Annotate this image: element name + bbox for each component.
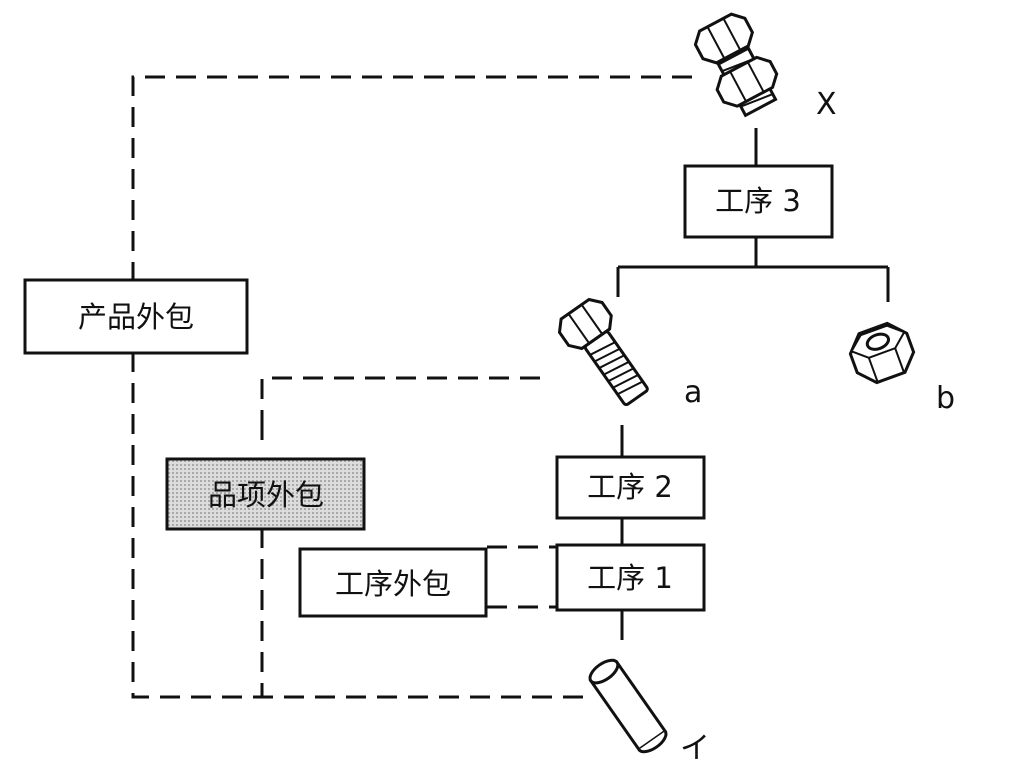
part-a-label: a (684, 375, 702, 410)
outsourcing-dashed-lines (131, 75, 692, 699)
item-outsourcing-box: 品项外包 (165, 457, 366, 531)
process-2-box: 工序 2 (555, 455, 706, 520)
product-outsourcing-label: 产品外包 (78, 300, 194, 334)
part-x-label: X (816, 87, 837, 122)
process-2-label: 工序 2 (587, 470, 673, 504)
process-3-box: 工序 3 (683, 164, 834, 239)
process-tree-lines (616, 128, 890, 640)
part-i-label: イ (680, 731, 710, 766)
process-1-label: 工序 1 (587, 561, 673, 595)
product-outsourcing-box: 产品外包 (23, 278, 249, 355)
process-outsourcing-box: 工序外包 (298, 547, 488, 618)
nut-icon (848, 321, 916, 385)
item-outsourcing-label: 品项外包 (208, 478, 324, 512)
process-1-box: 工序 1 (555, 543, 706, 612)
bolt-nut-assembly-icon (693, 12, 779, 118)
part-b-label: b (936, 381, 955, 416)
bolt-icon (557, 297, 649, 407)
process-outsourcing-label: 工序外包 (335, 567, 451, 601)
process-3-label: 工序 3 (715, 184, 801, 218)
rod-blank-icon (588, 658, 668, 754)
